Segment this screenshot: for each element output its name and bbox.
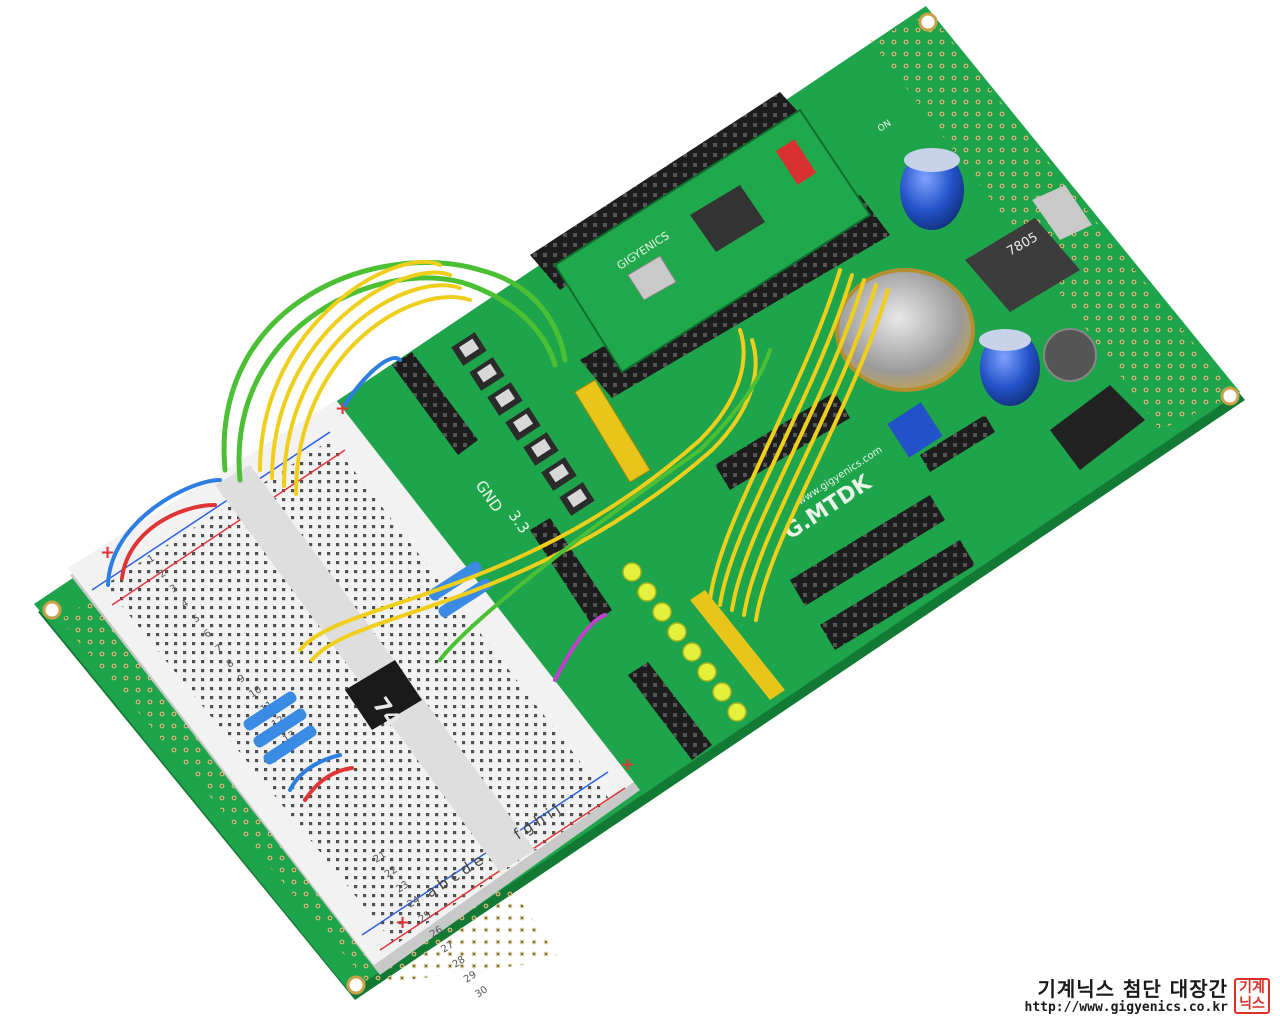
tact-button <box>487 382 523 416</box>
brand-caption: 기계닉스 첨단 대장간 http://www.gigyenics.co.kr <box>1025 978 1229 1016</box>
breadboard-row-number: 30 <box>473 984 490 1000</box>
tact-button <box>469 357 505 391</box>
brand-stamp-text: 기계닉스 <box>1239 980 1265 1012</box>
led <box>637 582 657 602</box>
brand-url: http://www.gigyenics.co.kr <box>1024 1000 1229 1015</box>
led <box>682 642 702 662</box>
dc-power-jack <box>1050 385 1145 470</box>
tact-buttons <box>451 332 595 516</box>
mcu-switch <box>775 139 817 185</box>
resistor-network <box>574 379 651 483</box>
led <box>652 602 672 622</box>
tact-button <box>523 432 559 466</box>
rail-plus-mark: + <box>620 754 635 775</box>
jumper-wires <box>106 259 890 802</box>
electrolytic-capacitors <box>900 148 1097 406</box>
mcu-module: GIGYENICS <box>530 92 890 398</box>
tact-button <box>559 482 595 516</box>
breadboard-row-number: 8 <box>225 658 236 671</box>
tact-button <box>505 407 541 441</box>
led <box>622 562 642 582</box>
potentiometer <box>887 402 943 458</box>
rail-plus-mark: + <box>100 542 115 563</box>
breadboard-row-number: 9 <box>236 673 247 686</box>
led <box>667 622 687 642</box>
tact-button <box>541 457 577 491</box>
brand-stamp-logo: 기계닉스 <box>1234 978 1270 1014</box>
brand-title: 기계닉스 첨단 대장간 <box>1037 977 1228 1001</box>
yellow-led-row <box>622 562 747 722</box>
mcu-chip <box>690 185 765 252</box>
breadboard-row-number: 6 <box>202 628 213 641</box>
led <box>727 702 747 722</box>
breadboard-row-number: 3 <box>168 583 179 596</box>
breadboard-row-number: 2 <box>157 568 168 581</box>
crystal-oscillator <box>627 255 677 301</box>
rail-plus-mark: + <box>395 912 410 933</box>
breadboard-row-number: 5 <box>191 613 202 626</box>
led <box>697 662 717 682</box>
breadboard-row-number: 4 <box>180 598 191 611</box>
led <box>712 682 732 702</box>
ribbon-connector <box>690 590 785 700</box>
breadboard-row-number: 7 <box>213 643 224 656</box>
breadboard-row-number: 1 <box>146 553 157 566</box>
voltage-regulator-7805: 7805 <box>965 185 1092 312</box>
tact-button <box>451 332 487 366</box>
